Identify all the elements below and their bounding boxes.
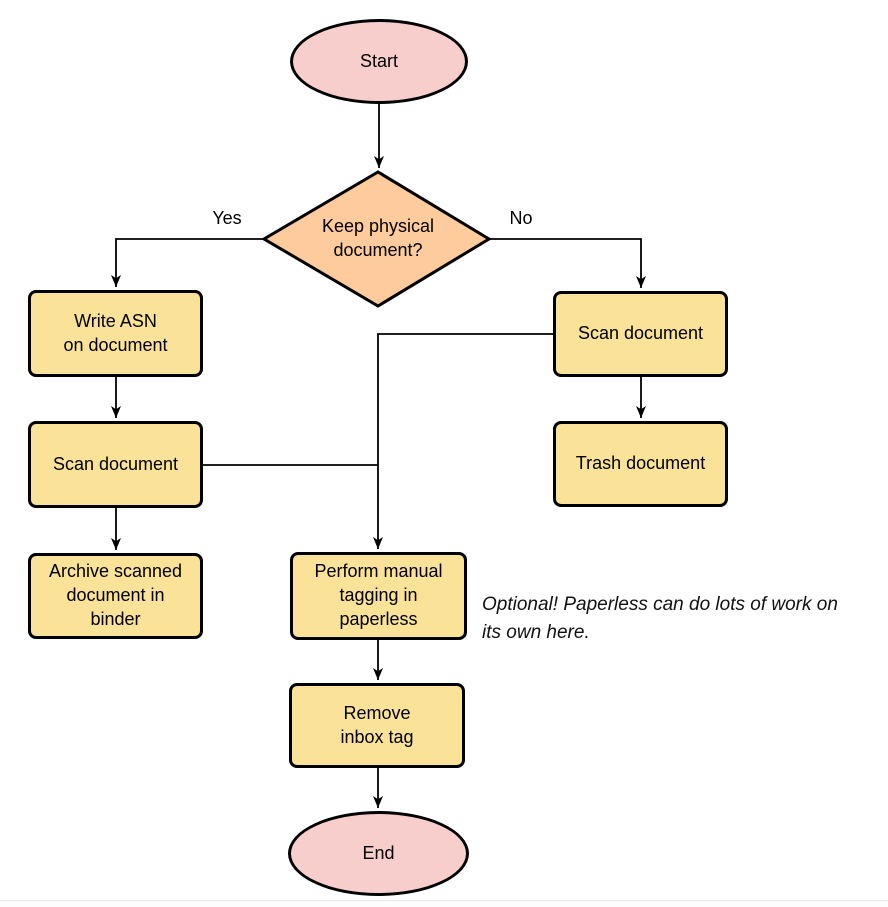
node-remove-inbox-tag: Remove inbox tag [289, 683, 465, 768]
page-bottom-divider [0, 900, 888, 907]
node-write-asn-label: Write ASN on document [63, 310, 168, 355]
edge-label-no: No [509, 208, 533, 228]
annotation-line-1: Optional! Paperless can do lots of work … [482, 594, 838, 615]
annotation-note: Optional! Paperless can do lots of work … [482, 591, 888, 646]
node-trash-document-label: Trash document [575, 453, 706, 474]
node-scan-document-right-label: Scan document [577, 323, 704, 344]
edge-label-yes: Yes [212, 208, 242, 228]
node-manual-tagging: Perform manual tagging in paperless [290, 552, 467, 640]
decision-diamond-shape [261, 170, 492, 308]
node-decision-label: Keep physical document? [321, 216, 435, 260]
node-remove-inbox-tag-label: Remove inbox tag [340, 702, 414, 747]
annotation-line-2: its own here. [482, 621, 590, 643]
node-end-label: End [362, 842, 395, 863]
node-start: Start [290, 19, 468, 104]
node-scan-document-left: Scan document [28, 421, 203, 508]
node-manual-tagging-label: Perform manual tagging in paperless [314, 561, 443, 629]
edge-decision-yes-to-write-asn [111, 238, 264, 287]
node-archive-document-label: Archive scanned document in binder [48, 561, 183, 629]
node-end: End [288, 811, 469, 896]
edge-scan-right-to-tagging [373, 333, 553, 549]
node-write-asn: Write ASN on document [28, 290, 203, 377]
node-start-label: Start [359, 50, 398, 71]
node-trash-document: Trash document [553, 421, 728, 507]
node-scan-document-left-label: Scan document [52, 453, 179, 474]
node-scan-document-right: Scan document [553, 291, 728, 377]
node-archive-document: Archive scanned document in binder [28, 553, 203, 639]
edge-decision-no-to-scan-right [489, 238, 646, 288]
